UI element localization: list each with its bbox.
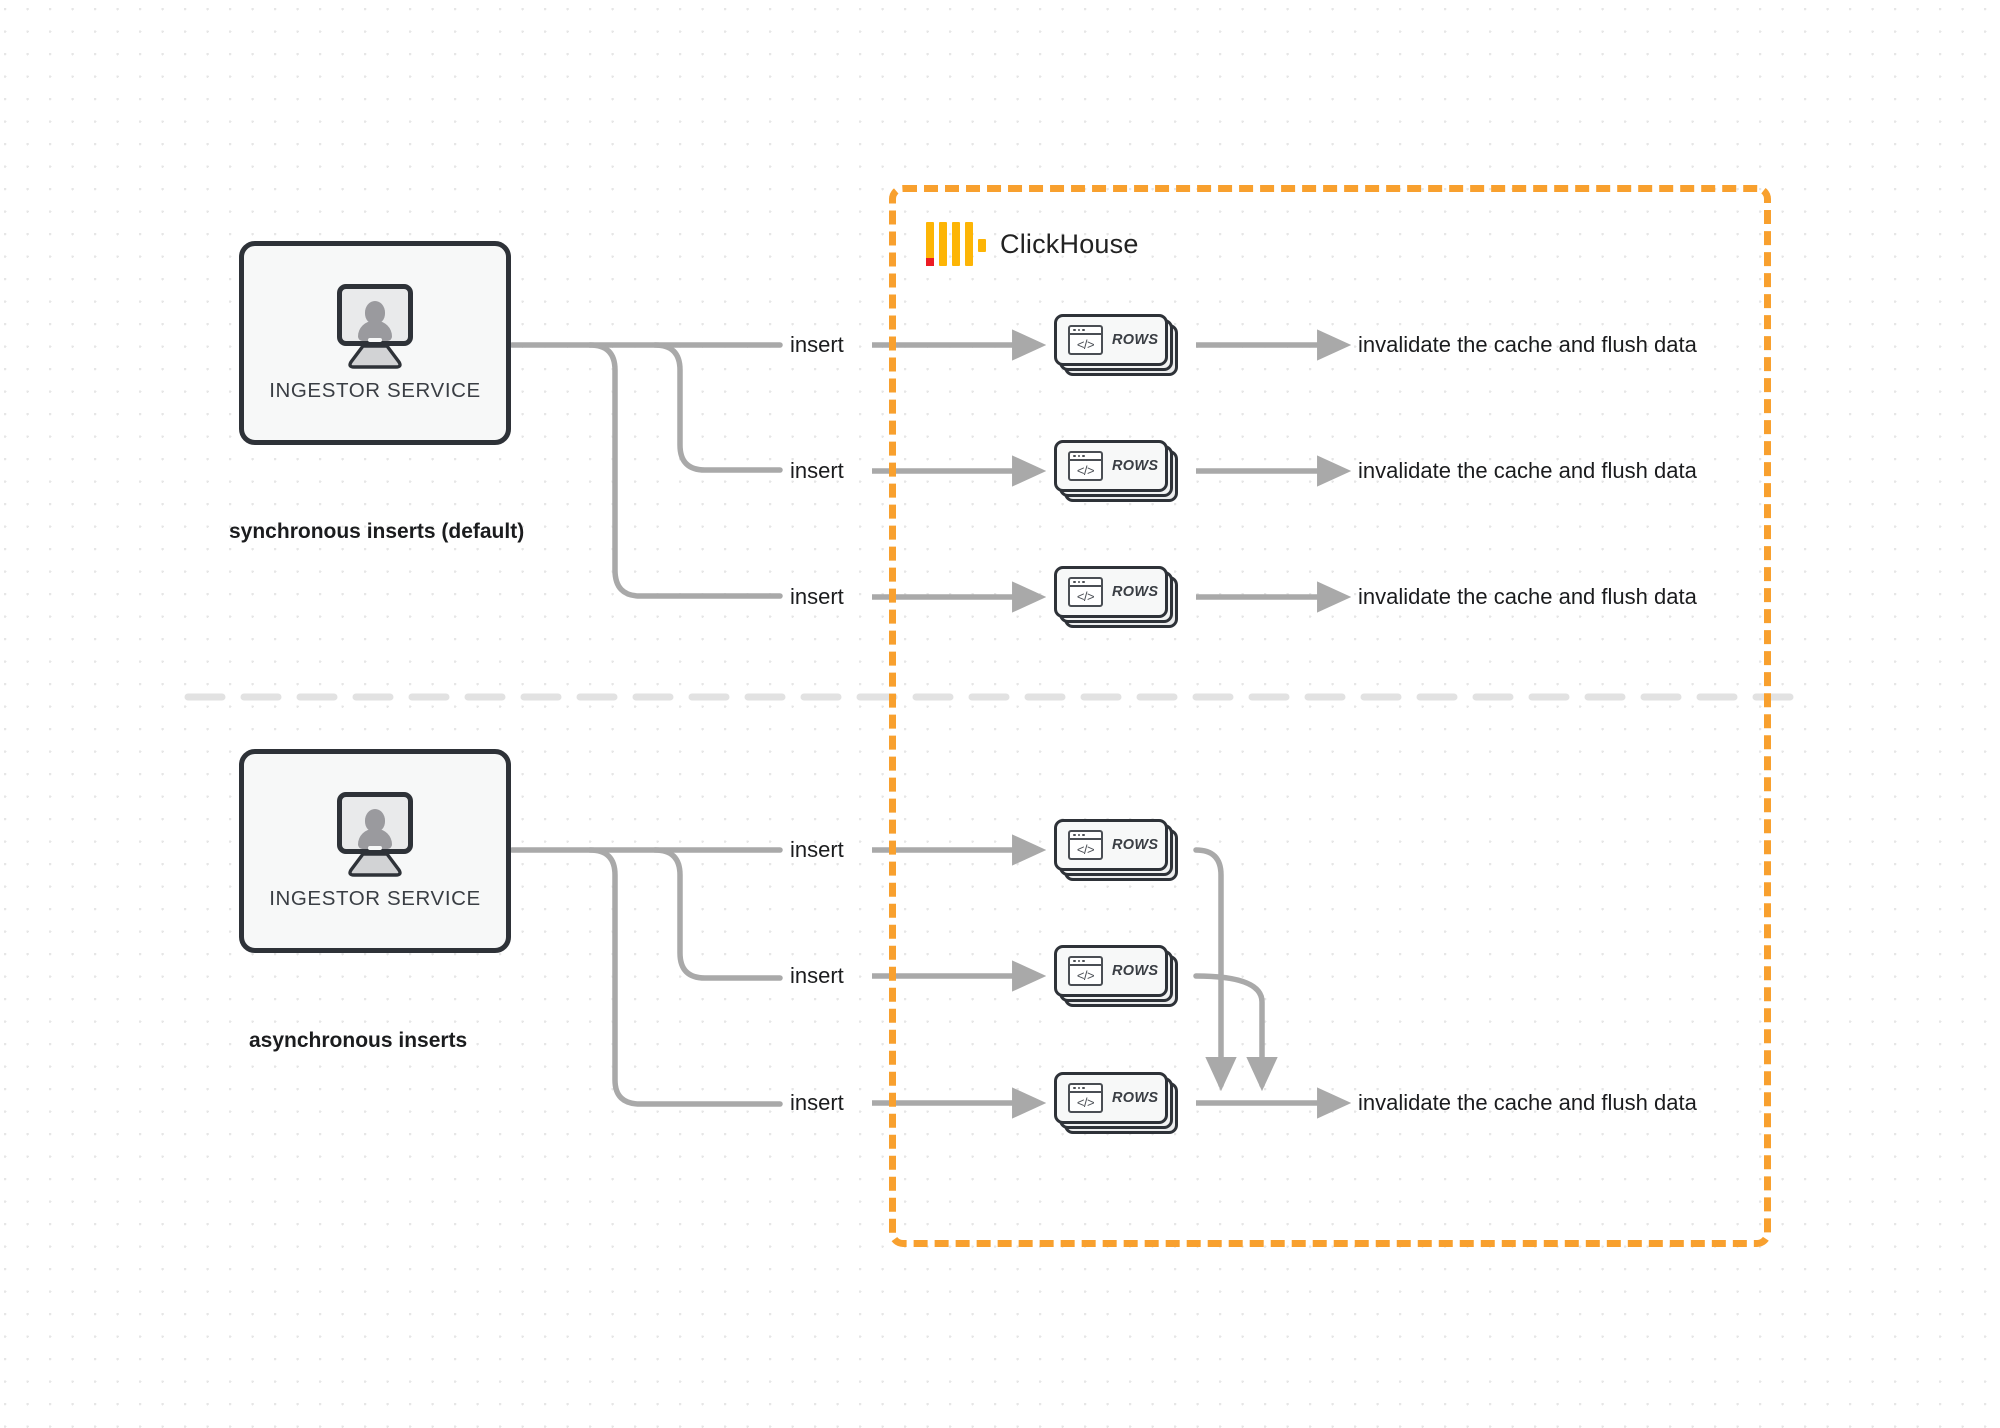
code-window-icon: </> — [1068, 830, 1103, 860]
code-glyph: </> — [1076, 462, 1095, 478]
clickhouse-brand: ClickHouse — [926, 222, 1139, 266]
rows-label-sync-1: ROWS — [1112, 332, 1159, 348]
insert-label-async-2: insert — [790, 963, 844, 988]
code-glyph: </> — [1076, 588, 1095, 604]
result-label-sync-3: invalidate the cache and flush data — [1358, 584, 1697, 609]
rows-card-sync-2[interactable]: </> ROWS — [1054, 440, 1178, 502]
ingestor-service-label-sync: INGESTOR SERVICE — [269, 378, 481, 402]
sync-branch-2 — [652, 342, 783, 473]
rows-card-sync-3[interactable]: </> ROWS — [1054, 566, 1178, 628]
rows-label-async-2: ROWS — [1112, 963, 1159, 979]
result-label-sync-2: invalidate the cache and flush data — [1358, 458, 1697, 483]
rows-card-async-3[interactable]: </> ROWS — [1054, 1072, 1178, 1134]
async-branch-2 — [652, 847, 783, 981]
code-glyph: </> — [1076, 336, 1095, 352]
ingestor-service-async[interactable]: INGESTOR SERVICE — [239, 749, 511, 953]
rows-card-async-2[interactable]: </> ROWS — [1054, 945, 1178, 1007]
rows-label-async-3: ROWS — [1112, 1090, 1159, 1106]
code-glyph: </> — [1076, 967, 1095, 983]
rows-label-sync-2: ROWS — [1112, 458, 1159, 474]
code-window-icon: </> — [1068, 956, 1103, 986]
clickhouse-title: ClickHouse — [1000, 228, 1139, 259]
monitor-user-icon — [329, 283, 421, 369]
code-window-icon: </> — [1068, 577, 1103, 607]
rows-label-sync-3: ROWS — [1112, 584, 1159, 600]
insert-label-async-1: insert — [790, 837, 844, 862]
ingestor-service-sync[interactable]: INGESTOR SERVICE — [239, 241, 511, 445]
result-label-async-merged: invalidate the cache and flush data — [1358, 1090, 1697, 1115]
insert-label-sync-1: insert — [790, 332, 844, 357]
insert-label-sync-3: insert — [790, 584, 844, 609]
sync-branch-3 — [587, 342, 783, 599]
code-window-icon: </> — [1068, 325, 1103, 355]
clickhouse-logo-icon — [926, 222, 986, 266]
code-window-icon: </> — [1068, 451, 1103, 481]
insert-label-async-3: insert — [790, 1090, 844, 1115]
section-caption-asynchronous: asynchronous inserts — [249, 1029, 468, 1052]
rows-card-async-1[interactable]: </> ROWS — [1054, 819, 1178, 881]
ingestor-service-label-async: INGESTOR SERVICE — [269, 886, 481, 910]
async-branch-3 — [587, 847, 783, 1107]
result-label-sync-1: invalidate the cache and flush data — [1358, 332, 1697, 357]
rows-label-async-1: ROWS — [1112, 837, 1159, 853]
section-caption-synchronous: synchronous inserts (default) — [229, 520, 525, 543]
clickhouse-boundary — [889, 185, 1771, 1247]
code-glyph: </> — [1076, 1094, 1095, 1110]
code-window-icon: </> — [1068, 1083, 1103, 1113]
code-glyph: </> — [1076, 841, 1095, 857]
monitor-user-icon — [329, 791, 421, 877]
rows-card-sync-1[interactable]: </> ROWS — [1054, 314, 1178, 376]
insert-label-sync-2: insert — [790, 458, 844, 483]
